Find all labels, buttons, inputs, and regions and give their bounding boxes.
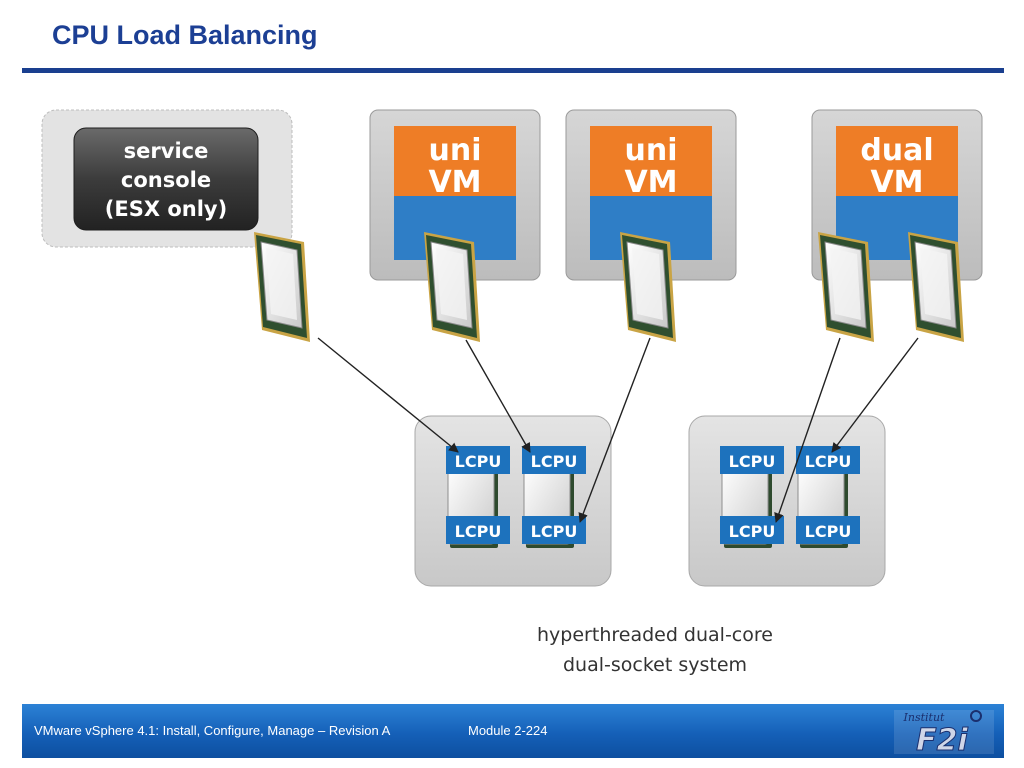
arrow-vm1-to-lcpu: [465, 339, 531, 453]
logo-circle-icon: [970, 710, 982, 722]
vm3-label-bottom: VM: [870, 165, 923, 200]
footer-bar: VMware vSphere 4.1: Install, Configure, …: [22, 704, 1004, 758]
arrow-vm2-to-lcpu: [578, 337, 651, 523]
vm3-label-top: dual: [860, 133, 933, 168]
logo-word: Institut: [903, 711, 946, 724]
scheduling-arrows: [317, 337, 919, 523]
socket2-core-b: LCPU LCPU: [796, 446, 860, 548]
footer-course-title: VMware vSphere 4.1: Install, Configure, …: [34, 723, 391, 738]
lcpu-label: LCPU: [729, 522, 776, 541]
vm1-label-top: uni: [429, 133, 482, 168]
lcpu-badge: [796, 516, 860, 544]
lcpu-label: LCPU: [729, 452, 776, 471]
title-underline: [22, 68, 1004, 73]
socket1-core-a: LCPU LCPU: [446, 446, 510, 548]
vm2-label-top: uni: [625, 133, 678, 168]
vm1-label-bottom: VM: [428, 165, 481, 200]
logo-mark: F2i: [916, 723, 968, 758]
service-console-box: service console (ESX only): [41, 109, 293, 248]
service-console-line2: console: [121, 168, 211, 192]
lcpu-label: LCPU: [805, 452, 852, 471]
socket2-core-a: LCPU LCPU: [720, 446, 784, 548]
lcpu-label: LCPU: [455, 522, 502, 541]
lcpu-label: LCPU: [455, 452, 502, 471]
lcpu-badge: [720, 446, 784, 474]
lcpu-badge: [446, 516, 510, 544]
socket1-core-b: LCPU LCPU: [522, 446, 586, 548]
lcpu-badge: [720, 516, 784, 544]
service-console-line1: service: [124, 139, 209, 163]
vm2-label-bottom: VM: [624, 165, 677, 200]
slide-title: CPU Load Balancing: [52, 20, 318, 50]
vm1-vcpu-chip: [423, 231, 481, 343]
uni-vm-1: uni VM: [369, 109, 541, 281]
diagram-caption: hyperthreaded dual-core dual-socket syst…: [500, 620, 810, 680]
service-console-line3: (ESX only): [105, 197, 227, 221]
caption-line-2: dual-socket system: [562, 654, 748, 676]
arrow-console-to-lcpu: [317, 337, 459, 453]
dual-vm: dual VM: [811, 109, 983, 281]
lcpu-label: LCPU: [805, 522, 852, 541]
lcpu-badge: [522, 516, 586, 544]
vm3-vcpu-chip-1: [817, 231, 875, 343]
lcpu-label: LCPU: [531, 452, 578, 471]
lcpu-label: LCPU: [531, 522, 578, 541]
arrow-vm3b-to-lcpu: [831, 337, 919, 453]
console-vcpu-chip: [253, 231, 311, 343]
vm2-vcpu-chip: [619, 231, 677, 343]
physical-socket-2: [688, 415, 886, 587]
lcpu-badge: [522, 446, 586, 474]
vm3-vcpu-chip-2: [907, 231, 965, 343]
arrow-vm3a-to-lcpu: [774, 337, 841, 523]
cpu-diagram: service console (ESX only) uni VM uni VM…: [41, 109, 983, 587]
f2i-logo: Institut F2i: [894, 710, 994, 758]
footer-module-number: Module 2-224: [468, 723, 548, 738]
uni-vm-2: uni VM: [565, 109, 737, 281]
caption-line-1: hyperthreaded dual-core: [537, 624, 773, 646]
lcpu-badge: [796, 446, 860, 474]
